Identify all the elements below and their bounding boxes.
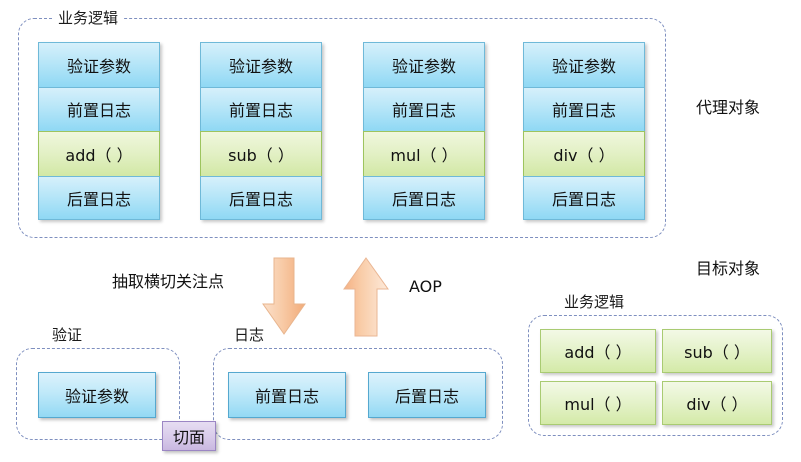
target-method-mul: mul（ ）	[540, 381, 656, 425]
proxy-method-card-mul: 验证参数 前置日志 mul（ ） 后置日志	[363, 42, 485, 220]
card-cell-validate-params: 验证参数	[200, 42, 322, 87]
validation-group	[16, 348, 180, 440]
target-method-add: add（ ）	[540, 329, 656, 373]
target-method-div: div（ ）	[662, 381, 772, 425]
aspect-badge: 切面	[162, 421, 216, 451]
target-business-logic-group	[528, 315, 783, 436]
validation-group-label: 验证	[46, 327, 89, 343]
card-cell-after-log: 后置日志	[363, 175, 485, 220]
proxy-method-card-div: 验证参数 前置日志 div（ ） 后置日志	[523, 42, 645, 220]
before-log-box: 前置日志	[228, 372, 346, 418]
aop-label: AOP	[409, 277, 442, 296]
card-cell-method: sub（ ）	[200, 131, 322, 176]
card-cell-after-log: 后置日志	[38, 175, 160, 220]
validation-param-box: 验证参数	[38, 372, 156, 418]
card-cell-validate-params: 验证参数	[363, 42, 485, 87]
arrow-up-icon	[343, 257, 389, 337]
card-cell-method: add（ ）	[38, 131, 160, 176]
proxy-method-card-add: 验证参数 前置日志 add（ ） 后置日志	[38, 42, 160, 220]
target-group-label: 业务逻辑	[558, 294, 631, 310]
arrow-down-icon	[262, 257, 306, 335]
card-cell-before-log: 前置日志	[363, 86, 485, 131]
card-cell-validate-params: 验证参数	[38, 42, 160, 87]
target-object-side-label: 目标对象	[696, 259, 761, 278]
target-method-sub: sub（ ）	[662, 329, 772, 373]
extract-concerns-label: 抽取横切关注点	[112, 272, 225, 291]
card-cell-before-log: 前置日志	[523, 86, 645, 131]
proxy-group-label: 业务逻辑	[52, 10, 125, 26]
logging-group	[213, 348, 503, 440]
proxy-object-side-label: 代理对象	[696, 98, 761, 117]
card-cell-validate-params: 验证参数	[523, 42, 645, 87]
proxy-method-card-sub: 验证参数 前置日志 sub（ ） 后置日志	[200, 42, 322, 220]
card-cell-after-log: 后置日志	[523, 175, 645, 220]
card-cell-method: mul（ ）	[363, 131, 485, 176]
logging-group-label: 日志	[228, 327, 271, 343]
card-cell-after-log: 后置日志	[200, 175, 322, 220]
proxy-object-group	[18, 18, 666, 238]
card-cell-before-log: 前置日志	[38, 86, 160, 131]
after-log-box: 后置日志	[368, 372, 486, 418]
card-cell-before-log: 前置日志	[200, 86, 322, 131]
card-cell-method: div（ ）	[523, 131, 645, 176]
